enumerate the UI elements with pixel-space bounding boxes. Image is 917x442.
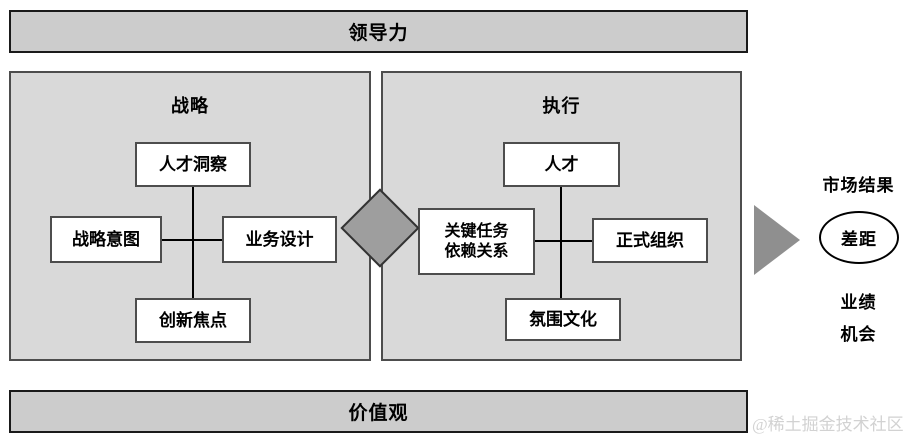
- node-key-task-dependencies[interactable]: 关键任务 依赖关系: [418, 208, 535, 275]
- banner-leadership-label: 领导力: [348, 23, 409, 44]
- label-performance: 业绩: [840, 293, 877, 312]
- connector-execution-horizontal: [535, 240, 592, 242]
- node-atmosphere-culture-label: 氛围文化: [529, 309, 597, 329]
- node-business-design[interactable]: 业务设计: [222, 216, 337, 263]
- banner-values: 价值观: [9, 390, 748, 433]
- node-key-task-dependencies-line1: 关键任务: [444, 223, 509, 241]
- node-talent[interactable]: 人才: [503, 142, 620, 187]
- ellipse-gap-label: 差距: [841, 230, 877, 249]
- watermark: @稀土掘金技术社区: [752, 415, 904, 434]
- node-business-design-label: 业务设计: [245, 229, 314, 249]
- banner-values-label: 价值观: [348, 403, 409, 424]
- connector-strategy-horizontal: [162, 239, 222, 241]
- node-talent-label: 人才: [544, 154, 579, 174]
- pillar-execution-title: 执行: [542, 96, 581, 116]
- pillar-strategy-title: 战略: [171, 96, 209, 116]
- arrow-right-icon: [754, 205, 800, 275]
- ellipse-gap: 差距: [819, 211, 899, 264]
- label-opportunity: 机会: [840, 325, 877, 344]
- node-atmosphere-culture[interactable]: 氛围文化: [505, 298, 621, 341]
- banner-leadership: 领导力: [9, 10, 748, 53]
- node-talent-insight-label: 人才洞察: [159, 154, 227, 174]
- node-formal-organization-label: 正式组织: [616, 230, 684, 250]
- node-strategic-intent[interactable]: 战略意图: [50, 216, 162, 263]
- node-strategic-intent-label: 战略意图: [72, 229, 140, 249]
- node-innovation-focus-label: 创新焦点: [159, 310, 227, 330]
- connector-execution-vertical: [560, 187, 562, 298]
- node-talent-insight[interactable]: 人才洞察: [135, 142, 251, 187]
- label-market-results: 市场结果: [822, 176, 895, 195]
- node-key-task-dependencies-line2: 依赖关系: [444, 242, 509, 260]
- node-formal-organization[interactable]: 正式组织: [592, 218, 708, 263]
- node-innovation-focus[interactable]: 创新焦点: [135, 298, 251, 343]
- connector-strategy-vertical: [192, 187, 194, 298]
